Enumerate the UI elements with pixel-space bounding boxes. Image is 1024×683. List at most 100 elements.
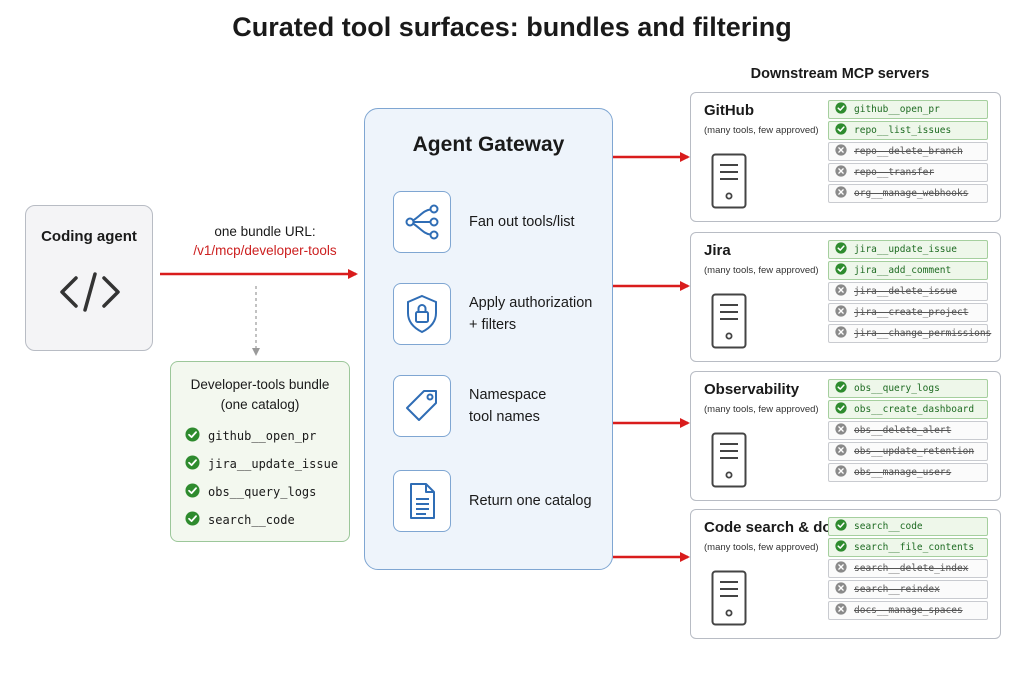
tool-name: jira__add_comment xyxy=(854,265,952,276)
server-icon xyxy=(711,432,747,488)
check-icon xyxy=(835,381,847,396)
x-circle-icon xyxy=(835,603,847,618)
code-brackets-icon xyxy=(60,272,120,312)
check-icon xyxy=(185,455,200,473)
bundle-tool-name: jira__update_issue xyxy=(208,457,339,471)
coding-agent-box: Coding agent xyxy=(25,205,153,351)
bundle-tool-name: search__code xyxy=(208,513,295,527)
x-circle-icon xyxy=(835,165,847,180)
check-icon xyxy=(835,519,847,534)
gateway-step-namespace: Namespace tool names xyxy=(393,375,608,437)
bundle-url-caption: one bundle URL: xyxy=(214,224,316,239)
server-subtitle: (many tools, few approved) xyxy=(704,265,819,276)
tool-item-rejected: repo__delete_branch xyxy=(828,142,988,161)
tool-name: search__reindex xyxy=(854,584,940,595)
page-title: Curated tool surfaces: bundles and filte… xyxy=(232,12,792,42)
tool-item-rejected: obs__update_retention xyxy=(828,442,988,461)
tag-icon xyxy=(393,375,451,437)
x-circle-icon xyxy=(835,465,847,480)
server-tool-list: obs__query_logs obs__create_dashboard ob… xyxy=(828,379,988,484)
fan-out-icon xyxy=(393,191,451,253)
tool-item-approved: jira__update_issue xyxy=(828,240,988,259)
tool-item-approved: jira__add_comment xyxy=(828,261,988,280)
gateway-title: Agent Gateway xyxy=(412,133,565,156)
tool-item-approved: search__file_contents xyxy=(828,538,988,557)
server-name: Code search & docs xyxy=(704,519,849,536)
tool-item-approved: obs__query_logs xyxy=(828,379,988,398)
tool-item-approved: obs__create_dashboard xyxy=(828,400,988,419)
check-icon xyxy=(185,483,200,501)
check-icon xyxy=(835,102,847,117)
gateway-step-label: Apply authorization + filters xyxy=(469,295,593,333)
tool-item-rejected: obs__delete_alert xyxy=(828,421,988,440)
server-name: Jira xyxy=(704,242,731,259)
bundle-tool-item: jira__update_issue xyxy=(185,450,338,478)
bundle-url-path: /v1/mcp/developer-tools xyxy=(193,243,337,258)
server-observability: Observability (many tools, few approved)… xyxy=(690,371,1001,501)
server-code-search-docs: Code search & docs (many tools, few appr… xyxy=(690,509,1001,639)
check-icon xyxy=(185,427,200,445)
bundle-tool-item: search__code xyxy=(185,506,338,534)
tool-item-rejected: obs__manage_users xyxy=(828,463,988,482)
tool-name: repo__delete_branch xyxy=(854,146,963,157)
x-circle-icon xyxy=(835,423,847,438)
tool-name: jira__update_issue xyxy=(854,244,957,255)
tool-item-approved: github__open_pr xyxy=(828,100,988,119)
tool-name: docs__manage_spaces xyxy=(854,605,963,616)
tool-name: org__manage_webhooks xyxy=(854,188,969,199)
downstream-servers-title: Downstream MCP servers xyxy=(750,66,930,82)
x-circle-icon xyxy=(835,144,847,159)
tool-name: obs__create_dashboard xyxy=(854,404,975,415)
gateway-step-fan-out: Fan out tools/list xyxy=(393,191,608,253)
server-icon xyxy=(711,153,747,209)
check-icon xyxy=(835,123,847,138)
bundle-title-line1: Developer-tools bundle xyxy=(190,377,330,392)
server-icon xyxy=(711,293,747,349)
server-tool-list: search__code search__file_contents searc… xyxy=(828,517,988,622)
tool-item-rejected: jira__delete_issue xyxy=(828,282,988,301)
server-subtitle: (many tools, few approved) xyxy=(704,125,819,136)
server-subtitle: (many tools, few approved) xyxy=(704,542,819,553)
x-circle-icon xyxy=(835,186,847,201)
tool-name: repo__transfer xyxy=(854,167,935,178)
bundle-tool-item: obs__query_logs xyxy=(185,478,338,506)
tool-item-rejected: search__reindex xyxy=(828,580,988,599)
server-name: GitHub xyxy=(704,102,754,119)
tool-item-approved: repo__list_issues xyxy=(828,121,988,140)
server-subtitle: (many tools, few approved) xyxy=(704,404,819,415)
server-github: GitHub (many tools, few approved) github… xyxy=(690,92,1001,222)
tool-name: repo__list_issues xyxy=(854,125,952,136)
x-circle-icon xyxy=(835,326,847,341)
tool-name: jira__delete_issue xyxy=(854,286,957,297)
server-tool-list: github__open_pr repo__list_issues repo__… xyxy=(828,100,988,205)
check-icon xyxy=(835,263,847,278)
bundle-tool-name: obs__query_logs xyxy=(208,485,317,499)
bundle-title-line2: (one catalog) xyxy=(220,397,300,412)
tool-name: search__file_contents xyxy=(854,542,975,553)
bundle-title: Developer-tools bundle (one catalog) xyxy=(171,375,349,415)
document-icon xyxy=(393,470,451,532)
x-circle-icon xyxy=(835,444,847,459)
tool-name: jira__change_permissions xyxy=(854,328,992,339)
tool-item-rejected: repo__transfer xyxy=(828,163,988,182)
tool-name: search__code xyxy=(854,521,923,532)
bundle-tool-list: github__open_pr jira__update_issue obs__… xyxy=(185,422,338,534)
bundle-url-label: one bundle URL: /v1/mcp/developer-tools xyxy=(180,222,350,260)
tool-item-rejected: search__delete_index xyxy=(828,559,988,578)
shield-lock-icon xyxy=(393,283,451,345)
tool-item-approved: search__code xyxy=(828,517,988,536)
tool-name: github__open_pr xyxy=(854,104,940,115)
tool-name: obs__delete_alert xyxy=(854,425,952,436)
server-name: Observability xyxy=(704,381,800,398)
x-circle-icon xyxy=(835,284,847,299)
gateway-step-label: Namespace tool names xyxy=(469,387,547,425)
check-icon xyxy=(835,540,847,555)
gateway-step-authorization: Apply authorization + filters xyxy=(393,283,608,345)
server-tool-list: jira__update_issue jira__add_comment jir… xyxy=(828,240,992,345)
tool-name: obs__manage_users xyxy=(854,467,952,478)
check-icon xyxy=(835,242,847,257)
agent-gateway-box: Agent Gateway Fan out tools/list Apply a… xyxy=(364,108,613,570)
gateway-step-return-catalog: Return one catalog xyxy=(393,470,608,532)
bundle-tool-item: github__open_pr xyxy=(185,422,338,450)
